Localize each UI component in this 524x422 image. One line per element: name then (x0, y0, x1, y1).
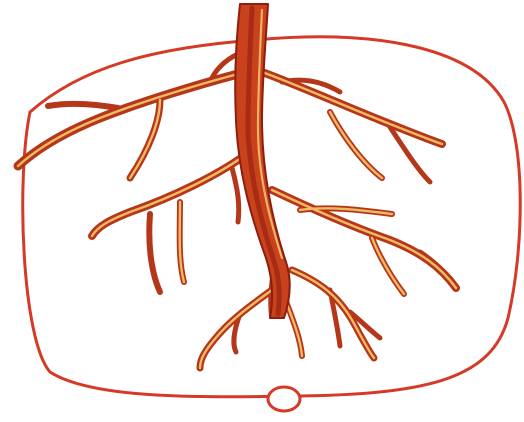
main-trunk (235, 4, 289, 318)
branch-upper-left-twig-2 (130, 100, 160, 178)
bottom-ring (268, 387, 300, 411)
branch-upper-left-twig-1 (48, 104, 118, 108)
branch-upper-left (18, 74, 238, 166)
branch-middle-left (92, 150, 252, 236)
branch-middle-left-twig-2 (149, 214, 160, 292)
branch-middle-left-twig-3 (232, 168, 239, 222)
